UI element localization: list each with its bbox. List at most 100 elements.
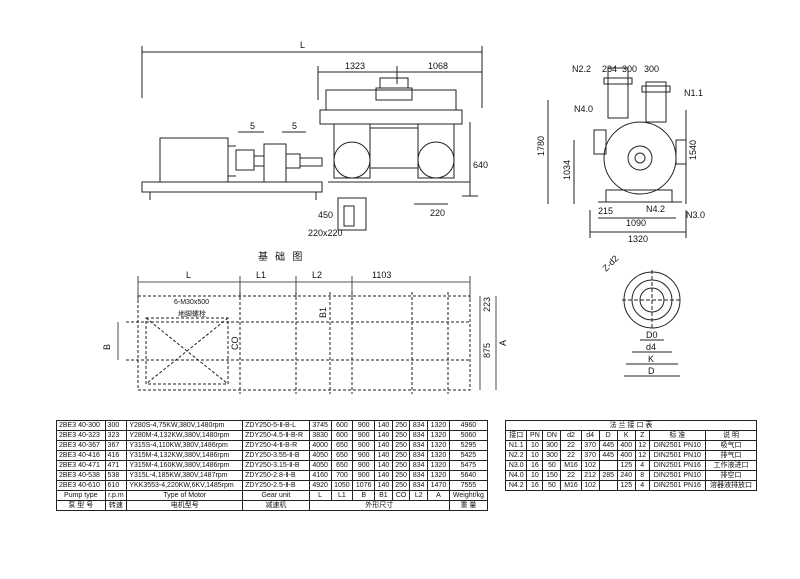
table-cell: 610 xyxy=(104,480,128,491)
table-cell: DIN2501 PN10 xyxy=(648,450,707,461)
table-cell: ZDY250-3.15-Ⅱ-B xyxy=(242,460,310,471)
table-cell: 834 xyxy=(409,470,429,481)
table-cell: 10 xyxy=(526,450,544,461)
table-cell: 1320 xyxy=(427,470,450,481)
table-cell: 250 xyxy=(391,480,411,491)
dim-1034: 1034 xyxy=(562,160,572,180)
fdim-223: 223 xyxy=(482,297,492,312)
bolt-label: 地脚螺栓 xyxy=(178,309,206,318)
table-cell: 471 xyxy=(104,460,128,471)
table-cell: DIN2501 PN10 xyxy=(648,440,707,451)
table-cell: 吸气口 xyxy=(705,440,757,451)
header-cell: r.p.m xyxy=(104,490,128,501)
table-cell: 140 xyxy=(374,460,393,471)
dim-1540: 1540 xyxy=(688,140,698,160)
fdim-L2: L2 xyxy=(312,270,322,280)
fdim-875: 875 xyxy=(482,343,492,358)
table-cell: 3830 xyxy=(308,430,332,441)
table-cell: Y280M-4,132KW,380V,1480rpm xyxy=(126,430,244,441)
table-cell: 140 xyxy=(374,470,393,481)
table-cell: 834 xyxy=(409,420,429,431)
header-cell: 重 量 xyxy=(448,500,489,511)
table-cell: ZDY250-3.55-Ⅱ-B xyxy=(242,450,310,461)
table-cell: 排空口 xyxy=(705,470,757,481)
header-cell: K xyxy=(616,430,636,441)
table-cell: 900 xyxy=(352,440,376,451)
table-cell: 10 xyxy=(526,440,544,451)
table-cell: 4050 xyxy=(308,460,332,471)
table-cell: 250 xyxy=(391,430,411,441)
header-cell: Z xyxy=(634,430,650,441)
foundation-title: 基 础 图 xyxy=(258,250,304,263)
flange-D: D xyxy=(648,366,655,376)
table-cell: 650 xyxy=(330,450,354,461)
dim-215: 215 xyxy=(598,206,613,216)
flange-title-row: 法 兰 接 口 表 xyxy=(505,420,757,431)
label-N40: N4.0 xyxy=(574,104,593,114)
table-cell: 5475 xyxy=(448,460,489,471)
table-cell: 900 xyxy=(352,460,376,471)
table-cell: Y315M-4,132KW,380V,1486rpm xyxy=(126,450,244,461)
table-cell: N4.2 xyxy=(504,480,528,491)
table-cell: ZDY250-4-Ⅱ-B-R xyxy=(242,440,310,451)
table-cell: 400 xyxy=(616,450,636,461)
table-cell: 4050 xyxy=(308,450,332,461)
table-cell: DIN2501 PN16 xyxy=(648,480,707,491)
table-cell: 700 xyxy=(330,470,354,481)
flange-zd: Z-d2 xyxy=(600,253,620,273)
front-view xyxy=(141,46,483,231)
table-cell: 140 xyxy=(374,450,393,461)
table-cell: 140 xyxy=(374,440,393,451)
table-cell: 5295 xyxy=(448,440,489,451)
flange-d4: d4 xyxy=(646,342,656,352)
table-cell: ZDY250-2.5-Ⅱ-B xyxy=(242,480,310,491)
table-cell: 2BE3 40-323 xyxy=(56,430,106,441)
table-cell: 125 xyxy=(616,460,636,471)
dim-640: 640 xyxy=(473,160,488,170)
table-cell: 140 xyxy=(374,420,393,431)
dim-300b: 300 xyxy=(644,64,659,74)
foundation-dims xyxy=(117,276,497,390)
table-cell: YKK3553-4,220KW,6KV,1485rpm xyxy=(126,480,244,491)
dim-450: 450 xyxy=(318,210,333,220)
header-cell: 电机型号 xyxy=(126,500,244,511)
dim-300a: 300 xyxy=(622,64,637,74)
table-cell: 250 xyxy=(391,450,411,461)
table-cell: 445 xyxy=(598,450,618,461)
fdim-B1: B1 xyxy=(318,307,328,318)
table-cell: Y280S-4,75KW,380V,1480rpm xyxy=(126,420,244,431)
table-cell: 900 xyxy=(352,430,376,441)
table-cell: 1320 xyxy=(427,450,450,461)
table-cell: 16 xyxy=(526,460,544,471)
flange-table-title: 法 兰 接 口 表 xyxy=(505,420,757,431)
dim-220x220: 220x220 xyxy=(308,228,343,238)
table-cell: 2BE3 40-416 xyxy=(56,450,106,461)
table-cell: 3745 xyxy=(308,420,332,431)
table-cell: N1.1 xyxy=(504,440,528,451)
header-cell: L xyxy=(308,490,332,501)
table-cell: 2BE3 40-471 xyxy=(56,460,106,471)
label-N42: N4.2 xyxy=(646,204,665,214)
table-cell: ZDY250-4.5-Ⅱ-B-R xyxy=(242,430,310,441)
header-cell: 转速 xyxy=(104,500,128,511)
fdim-L1: L1 xyxy=(256,270,266,280)
dim-284: 284 xyxy=(602,64,617,74)
table-cell: 400 xyxy=(616,440,636,451)
table-cell: 2BE3 40-300 xyxy=(56,420,106,431)
table-cell: 4 xyxy=(634,480,650,491)
header-cell: Weight/kg xyxy=(448,490,489,501)
table-cell: 250 xyxy=(391,470,411,481)
table-cell: 140 xyxy=(374,430,393,441)
table-cell: N2.2 xyxy=(504,450,528,461)
table-cell: Y315M-4,160KW,380V,1486rpm xyxy=(126,460,244,471)
table-cell: 16 xyxy=(526,480,544,491)
header-cell: DN xyxy=(542,430,562,441)
table-cell: 834 xyxy=(409,480,429,491)
